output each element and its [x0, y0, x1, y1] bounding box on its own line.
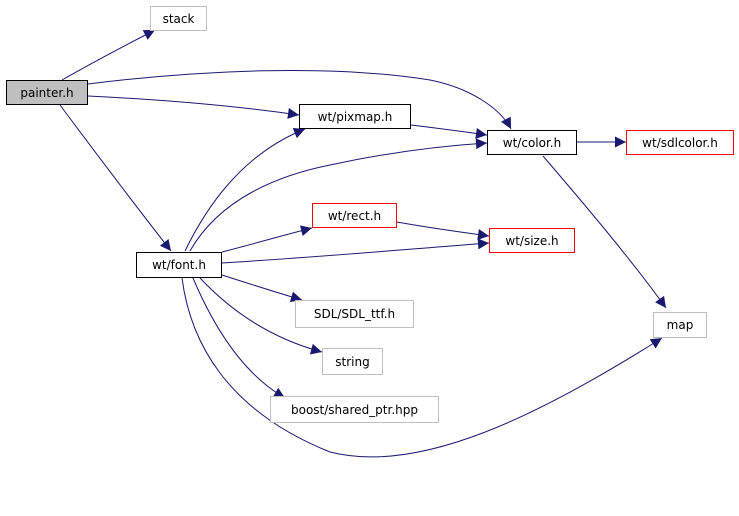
edge-font-to-rect — [221, 225, 313, 253]
edge-font-to-map — [181, 277, 663, 458]
edge-font-to-pixmap — [184, 127, 306, 252]
node-string-label: string — [335, 355, 369, 369]
node-wt-sdlcolor-h-label: wt/sdlcolor.h — [642, 136, 718, 150]
edge-color-to-map — [542, 155, 667, 309]
node-wt-size-h-label: wt/size.h — [505, 234, 558, 248]
node-sdl-ttf-h[interactable]: SDL/SDL_ttf.h — [295, 300, 414, 328]
node-wt-font-h[interactable]: wt/font.h — [136, 252, 222, 278]
node-wt-pixmap-h-label: wt/pixmap.h — [318, 110, 393, 124]
node-wt-pixmap-h[interactable]: wt/pixmap.h — [299, 104, 411, 129]
node-wt-color-h-label: wt/color.h — [503, 136, 561, 150]
edge-painter-to-color — [87, 69, 512, 130]
node-painter-h-label: painter.h — [20, 86, 73, 100]
node-wt-color-h[interactable]: wt/color.h — [487, 130, 577, 155]
node-string[interactable]: string — [322, 348, 383, 375]
edge-font-to-string — [199, 277, 323, 355]
node-wt-rect-h[interactable]: wt/rect.h — [312, 203, 397, 228]
edge-font-to-shared-ptr — [192, 277, 286, 399]
edge-font-to-sdl-ttf — [221, 274, 303, 303]
node-boost-shared-ptr-hpp-label: boost/shared_ptr.hpp — [291, 403, 418, 417]
edge-rect-to-size — [396, 221, 490, 240]
node-wt-font-h-label: wt/font.h — [152, 258, 206, 272]
node-wt-rect-h-label: wt/rect.h — [328, 209, 381, 223]
node-sdl-ttf-h-label: SDL/SDL_ttf.h — [314, 307, 395, 321]
edge-painter-to-pixmap — [87, 95, 300, 119]
node-wt-size-h[interactable]: wt/size.h — [489, 228, 575, 253]
edge-font-to-size — [221, 238, 490, 264]
edge-font-to-color — [189, 138, 488, 252]
edge-pixmap-to-color — [410, 124, 488, 139]
node-map[interactable]: map — [653, 312, 707, 338]
edge-painter-to-font — [59, 104, 172, 252]
node-wt-sdlcolor-h[interactable]: wt/sdlcolor.h — [626, 130, 734, 155]
node-boost-shared-ptr-hpp[interactable]: boost/shared_ptr.hpp — [270, 396, 439, 423]
node-stack[interactable]: stack — [150, 6, 207, 31]
edge-painter-to-stack — [61, 29, 156, 81]
node-map-label: map — [667, 318, 694, 332]
node-painter-h[interactable]: painter.h — [6, 80, 88, 105]
node-stack-label: stack — [163, 12, 195, 26]
